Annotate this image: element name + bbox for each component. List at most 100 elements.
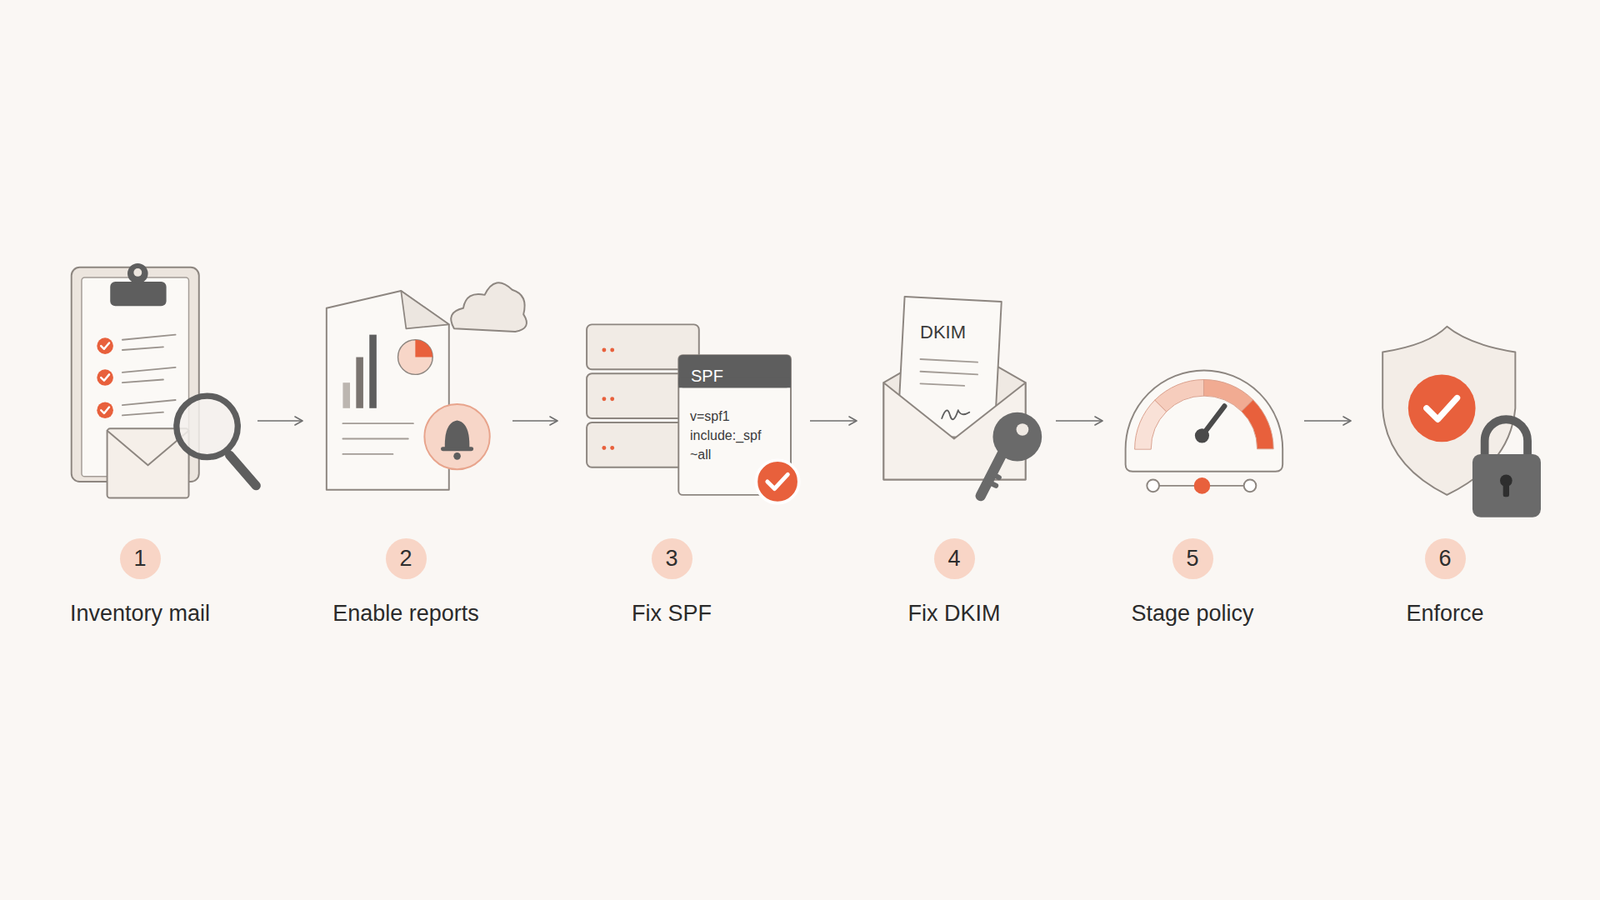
spf-record-text: v=spf1 include:_spf ~all xyxy=(690,406,774,465)
report-icon-part xyxy=(453,452,461,460)
step-node: 5Stage policy xyxy=(1105,250,1301,642)
flow-arrow xyxy=(810,420,857,422)
gauge-icon-part xyxy=(1125,370,1284,472)
report-icon-part xyxy=(342,382,350,409)
shield-lock-icon xyxy=(1382,326,1541,518)
step-label: Fix SPF xyxy=(631,600,712,627)
step-node: 3Fix SPF xyxy=(560,250,807,642)
gauge-icon-part xyxy=(1195,428,1210,443)
report-icon xyxy=(326,282,527,490)
gauge-band-part xyxy=(1155,380,1205,412)
label-row: Enforce xyxy=(1336,579,1554,627)
spf-server-icon-part xyxy=(610,445,615,450)
dkim-envelope-icon-part xyxy=(980,454,1003,496)
shield-lock-icon-part xyxy=(1408,374,1476,442)
dkim-envelope-icon-part xyxy=(987,473,999,486)
step-column: 5Stage policy xyxy=(1084,250,1301,627)
report-icon-part xyxy=(440,446,474,451)
clipboard-icon-part xyxy=(100,374,110,380)
step-column: 6Enforce xyxy=(1336,250,1554,627)
spf-server-icon-part xyxy=(610,348,615,353)
dkim-envelope-icon-part xyxy=(1016,423,1030,436)
clipboard-icon-part xyxy=(176,395,238,457)
flow-arrow xyxy=(257,420,303,422)
step-label: Stage policy xyxy=(1130,600,1254,627)
step-number: 6 xyxy=(1425,538,1466,580)
clipboard-icon-part xyxy=(122,335,176,416)
step-node: 1Inventory mail xyxy=(50,250,255,642)
icon-layer xyxy=(71,263,1541,518)
gauge-icon-part xyxy=(1244,480,1257,493)
label-row: Fix SPF xyxy=(563,579,780,627)
step-number: 4 xyxy=(934,538,975,580)
gauge-band xyxy=(1135,380,1275,450)
step-number: 1 xyxy=(120,538,161,580)
gauge-band-part xyxy=(1241,400,1274,450)
report-icon-part xyxy=(445,420,470,449)
step-number: 2 xyxy=(385,538,427,580)
step-column: 2Enable reports xyxy=(297,250,515,627)
label-row: Stage policy xyxy=(1084,579,1301,627)
gauge-band-part xyxy=(1204,380,1254,412)
window-title: SPF xyxy=(690,365,724,386)
spf-server-icon-part xyxy=(610,396,615,401)
report-icon-part xyxy=(415,340,433,358)
spf-server-icon-part xyxy=(601,348,606,353)
step-column: 1Inventory mail xyxy=(31,250,249,627)
step-column: 4Fix DKIM xyxy=(845,250,1063,627)
spf-server-icon-part xyxy=(755,460,799,503)
report-icon-part xyxy=(355,357,364,409)
spf-server-icon xyxy=(586,324,800,503)
step-node: 6Enforce xyxy=(1354,250,1542,642)
clipboard-icon-part xyxy=(96,401,114,419)
clipboard-icon-part xyxy=(110,281,166,306)
clipboard-icon-part xyxy=(100,342,110,349)
gauge-icon xyxy=(1125,370,1284,495)
shield-lock-icon-part xyxy=(1426,398,1458,420)
step-node: 4Fix DKIM xyxy=(860,250,1053,642)
step-number: 5 xyxy=(1172,538,1214,580)
report-icon-part xyxy=(342,423,413,455)
flow-arrow xyxy=(512,420,558,422)
gauge-band-part xyxy=(1135,400,1167,450)
step-label: Fix DKIM xyxy=(908,600,1001,627)
report-icon-part xyxy=(400,290,450,329)
clipboard-icon-part xyxy=(230,455,257,486)
step-node: 2Enable reports xyxy=(305,250,510,642)
clipboard-icon-part xyxy=(127,263,148,284)
dkim-letter-title: DKIM xyxy=(920,321,966,344)
label-row: Enable reports xyxy=(297,579,515,627)
dkim-envelope-icon xyxy=(883,296,1042,496)
step-number: 3 xyxy=(651,538,693,580)
shield-lock-icon-part xyxy=(1503,482,1510,497)
flow-arrow xyxy=(1304,420,1351,422)
report-icon-part xyxy=(424,404,490,470)
dkim-envelope-icon-part xyxy=(992,412,1042,462)
spf-server-icon-part xyxy=(767,474,788,489)
step-label: Enable reports xyxy=(332,600,480,627)
spf-server-icon-part xyxy=(601,445,606,450)
shield-lock-icon-part xyxy=(1485,419,1528,457)
flow-arrow xyxy=(1055,420,1103,422)
clipboard-icon-part xyxy=(133,268,142,277)
label-row: Inventory mail xyxy=(31,579,249,627)
gauge-icon-part xyxy=(1146,480,1160,493)
report-icon-part xyxy=(326,290,450,490)
spf-server-icon-part xyxy=(601,396,606,401)
clipboard-icon xyxy=(71,263,257,499)
clipboard-icon-part xyxy=(96,369,114,386)
clipboard-icon-part xyxy=(100,407,110,414)
dkim-envelope-icon-part xyxy=(941,410,970,420)
dkim-envelope-icon-part xyxy=(920,359,978,386)
spf-server-icon-part xyxy=(678,355,791,388)
step-label: Enforce xyxy=(1405,600,1484,627)
gauge-icon-part xyxy=(1194,477,1211,495)
step-label: Inventory mail xyxy=(70,600,210,627)
report-icon-part xyxy=(369,335,377,409)
shield-lock-icon-part xyxy=(1472,454,1541,518)
report-icon-part xyxy=(450,282,527,332)
clipboard-icon-part xyxy=(96,337,114,355)
